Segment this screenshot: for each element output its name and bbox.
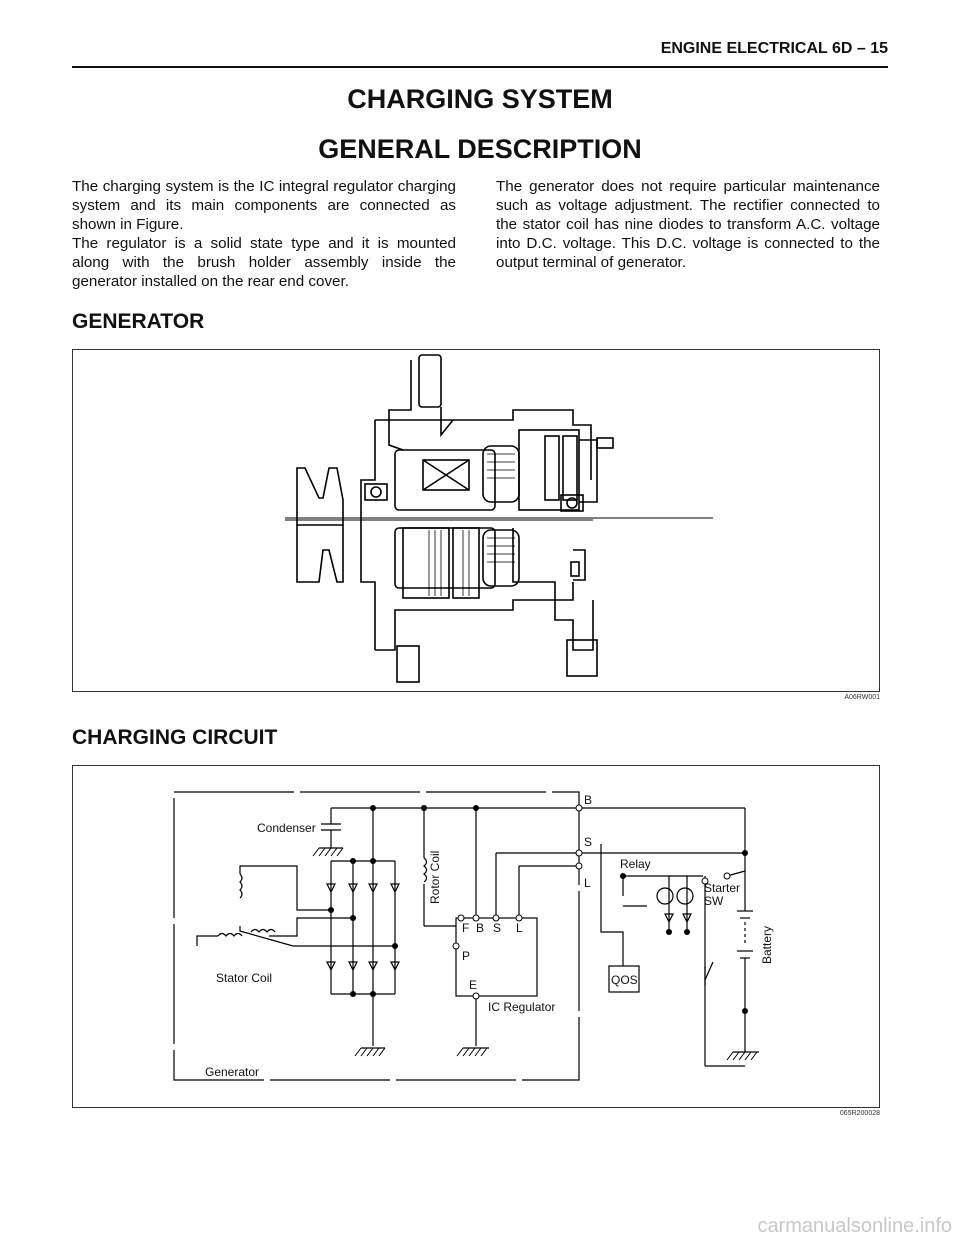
regulator-s-label: S (493, 921, 501, 935)
sw-label: SW (704, 894, 724, 908)
stator-coil-label: Stator Coil (216, 971, 272, 985)
circuit-figure-code: 065R200028 (839, 1110, 880, 1117)
regulator-e-label: E (469, 978, 477, 992)
ic-regulator-label: IC Regulator (488, 1000, 555, 1014)
regulator-f-label: F (462, 921, 469, 935)
generator-heading: GENERATOR (72, 310, 205, 333)
terminal-l-label: L (584, 876, 591, 890)
regulator-l-label: L (516, 921, 523, 935)
charging-circuit-heading: CHARGING CIRCUIT (72, 726, 278, 749)
section-title: GENERAL DESCRIPTION (318, 134, 642, 164)
battery-label: Battery (760, 926, 774, 964)
generator-label: Generator (205, 1065, 259, 1079)
generator-figure (72, 349, 880, 692)
terminal-b-label: B (584, 793, 592, 807)
generator-enclosure (173, 791, 580, 1081)
condenser-label: Condenser (257, 821, 316, 835)
page-title: CHARGING SYSTEM (347, 84, 613, 114)
description-right-column: The generator does not require particula… (496, 177, 880, 272)
charging-circuit-diagram: Condenser Rotor Coil Stator Coil Generat… (173, 791, 774, 1081)
qos-box (608, 965, 640, 993)
charging-circuit-figure: Condenser Rotor Coil Stator Coil Generat… (72, 765, 880, 1108)
description-paragraph: The regulator is a solid state type and … (72, 235, 456, 290)
description-left-column: The charging system is the IC integral r… (72, 177, 456, 291)
page-header: ENGINE ELECTRICAL 6D – 15 (72, 40, 888, 68)
watermark: carmanualsonline.info (757, 1215, 952, 1237)
rotor-coil-label: Rotor Coil (428, 851, 442, 904)
generator-figure-code: A06RW001 (844, 694, 880, 701)
regulator-p-label: P (462, 949, 470, 963)
description-paragraph: The charging system is the IC integral r… (72, 178, 456, 233)
regulator-b-label: B (476, 921, 484, 935)
qos-label: QOS (611, 973, 638, 987)
starter-label: Starter (704, 881, 740, 895)
terminal-s-label: S (584, 835, 592, 849)
description-paragraph: The generator does not require particula… (496, 178, 880, 271)
relay-label: Relay (620, 857, 651, 871)
header-text: ENGINE ELECTRICAL 6D – 15 (660, 40, 888, 57)
generator-cutaway-illustration (285, 354, 713, 683)
